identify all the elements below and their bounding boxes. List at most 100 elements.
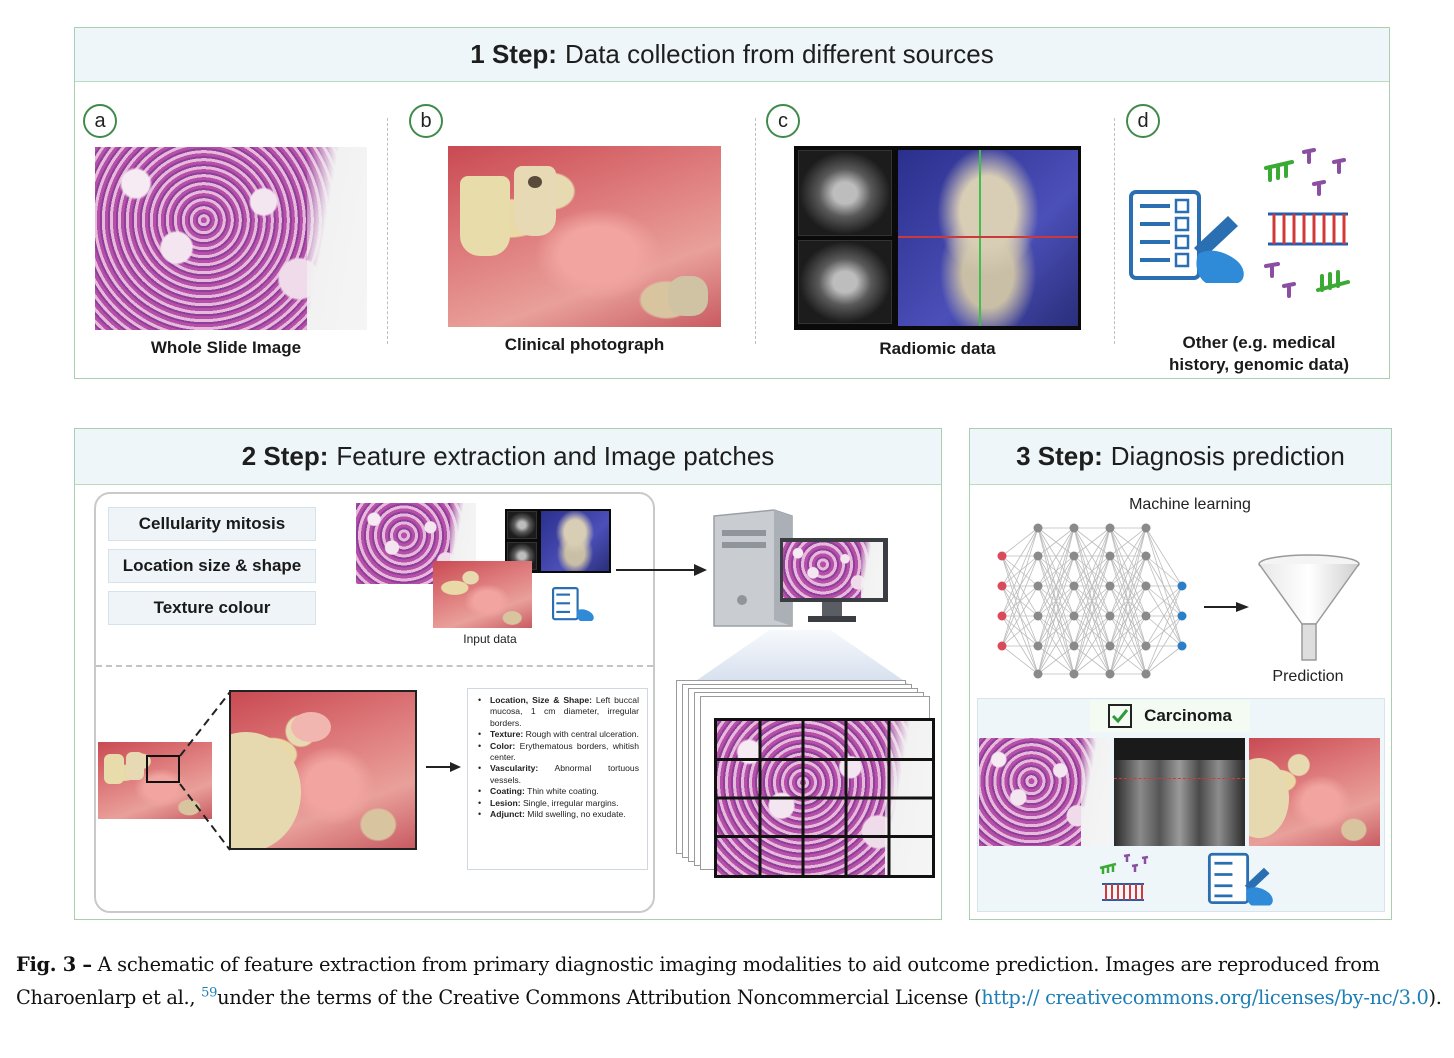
nn-edge [1073,527,1111,617]
step3-title: Diagnosis prediction [1110,441,1345,471]
nn-edge [1145,585,1183,675]
other-caption-line1: Other (e.g. medical [1182,333,1336,352]
nn-edge [1073,527,1111,587]
nn-edge [1037,527,1075,587]
nn-edge [1037,615,1075,675]
source-c-badge: c [766,104,800,138]
caption-text-2: under the terms of the Creative Commons … [217,986,982,1009]
nn-edge [1109,527,1147,617]
figure-label: Fig. 3 – [16,953,92,976]
section-divider [96,665,653,667]
desc-item: Location, Size & Shape: Left buccal muco… [478,695,639,729]
nn-edge [1037,527,1075,557]
zoom-lines [179,691,231,851]
desc-item: Vascularity: Abnormal tortuous vessels. [478,763,639,786]
nn-edge [1073,585,1111,675]
figure-caption: Fig. 3 – A schematic of feature extracti… [16,948,1442,1014]
feature-cellularity: Cellularity mitosis [108,507,316,541]
divider [387,118,388,344]
result-xray [1114,738,1245,846]
carcinoma-result: Carcinoma [1090,700,1250,732]
feature-location: Location size & shape [108,549,316,583]
source-b-badge: b [409,104,443,138]
nn-node [1141,641,1151,651]
input-radiomic-thumb [505,509,611,573]
input-clinical-thumb [433,561,532,628]
arrow-to-description [426,762,461,772]
clinical-zoom-thumb [98,742,212,819]
nn-node [1141,523,1151,533]
divider [1114,118,1115,344]
step2-header: 2 Step: Feature extraction and Image pat… [75,429,941,485]
result-histology [979,738,1110,846]
step2-title-bold: 2 Step: [241,441,329,471]
check-icon [1108,704,1133,728]
genomic-data-icon [1264,148,1350,298]
nn-edge [1073,527,1111,675]
nn-node [1069,641,1079,651]
step1-header: 1 Step: Data collection from different s… [75,28,1389,82]
nn-node [997,641,1007,651]
step3-title-bold: 3 Step: [1016,441,1103,471]
desc-item: Adjunct: Mild swelling, no exudate. [478,809,639,821]
nn-node [1069,523,1079,533]
ct-coronal-view [798,240,892,324]
nn-edge [1145,585,1183,617]
nn-edge [1109,527,1147,675]
step1-title: Data collection from different sources [564,39,994,69]
nn-node [1105,611,1115,621]
nn-edge [1001,555,1039,647]
arrow-to-computer [616,564,707,576]
result-genomic-icon [1099,853,1149,901]
medical-history-icon [1129,190,1244,283]
nn-edge [1001,645,1039,675]
nn-node [1105,669,1115,679]
nn-node [997,581,1007,591]
whole-slide-image [95,147,367,330]
feature-box [94,492,655,913]
nn-node [1033,669,1043,679]
nn-edge [1001,527,1039,587]
nn-edge [1109,555,1147,675]
nn-edge [1001,615,1039,647]
nn-edge [1073,527,1111,557]
nn-edge [1037,555,1075,675]
nn-node [997,611,1007,621]
nn-edge [1001,527,1039,557]
nn-node [1177,641,1187,651]
nn-edge [1001,555,1039,675]
result-history-icon [1207,852,1273,906]
whole-slide-image-caption: Whole Slide Image [150,338,302,357]
clinical-photograph [448,146,721,327]
reference-link[interactable]: 59 [201,985,218,1001]
nn-node [1069,581,1079,591]
nn-node [1105,581,1115,591]
license-link[interactable]: http:// creativecommons.org/licenses/by-… [981,986,1429,1009]
caption-text-1: A schematic of feature extraction from p… [16,953,1380,1009]
nn-node [1141,551,1151,561]
nn-edge [1037,645,1075,675]
nn-edge [1001,585,1039,675]
nn-node [1033,551,1043,561]
step2-title: Feature extraction and Image patches [336,441,775,471]
result-label: Carcinoma [1144,706,1232,725]
zoom-selection-box [146,755,180,783]
nn-edge [1145,585,1183,647]
nn-edge [1145,555,1183,587]
nn-edge [1001,527,1039,617]
nn-node [1033,581,1043,591]
nn-node [1069,611,1079,621]
nn-edge [1145,527,1183,617]
source-d-badge: d [1126,104,1160,138]
feature-texture: Texture colour [108,591,316,625]
nn-edge [1109,527,1147,647]
result-clinical [1249,738,1380,846]
ct-3d-volume [898,150,1078,326]
other-caption-line2: history, genomic data) [1168,355,1350,374]
nn-edge [1037,527,1075,647]
nn-node [1105,641,1115,651]
lesion-description: Location, Size & Shape: Left buccal muco… [467,688,648,870]
monitor-histology [783,542,883,598]
caption-text-3: ). [1428,986,1442,1009]
nn-edge [1109,615,1147,675]
